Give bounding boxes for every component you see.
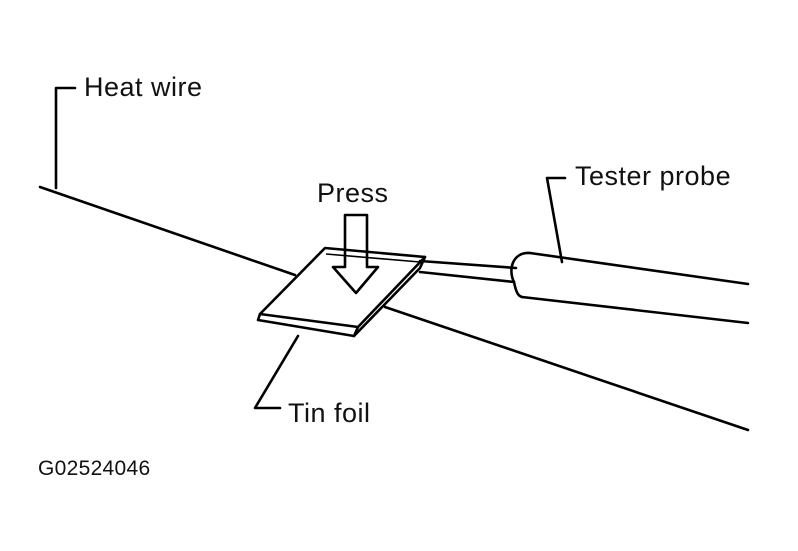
tin-foil [256,246,427,338]
press-arrow-icon [331,213,380,295]
tester-probe [418,251,750,325]
heat-wire [38,185,750,432]
figure-code: G02524046 [38,457,150,480]
press-label: Press [317,178,389,208]
tester-probe-label: Tester probe [575,161,731,191]
tin-foil-leader [253,334,300,410]
tin-foil-label: Tin foil [288,398,371,428]
heat-wire-leader [54,86,77,190]
heat-wire-label: Heat wire [84,72,203,102]
tester-probe-leader [545,176,567,264]
